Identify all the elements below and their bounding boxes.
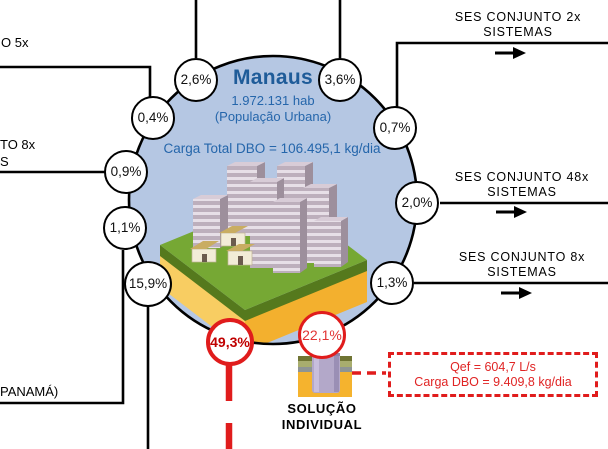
left-label-top-fragment: O 5x [1,35,29,50]
ses-label-2x: SES CONJUNTO 2x SISTEMAS [420,10,608,40]
bubble-2-0: 2,0% [395,181,439,225]
city-illustration [160,162,367,343]
ses-label-2x-line2: SISTEMAS [483,25,553,39]
callout-carga-dbo: Carga DBO = 9.409,8 kg/dia [414,375,572,389]
population: 1.972.131 hab [231,93,315,108]
red-connectors [225,365,386,449]
buildings [193,162,348,273]
ses-label-8x-line1: SES CONJUNTO 8x [458,250,586,264]
bubble-0-4: 0,4% [131,96,175,140]
city-name: Manaus [233,66,313,89]
callout-qef: Qef = 604,7 L/s [450,360,536,374]
septic-tank-icon [298,353,352,397]
ses-label-2x-line1: SES CONJUNTO 2x [454,10,582,24]
bubble-0-9: 0,9% [104,150,148,194]
bubble-0-7: 0,7% [373,106,417,150]
arrow-right-icon [495,47,532,299]
ses-label-48x-line2: SISTEMAS [487,185,557,199]
left-label-mid-fragment-line1: TO 8x [0,137,36,152]
ses-label-48x: SES CONJUNTO 48x SISTEMAS [424,170,608,200]
bubble-2-6: 2,6% [174,58,218,102]
bubble-22-1: 22,1% [298,311,346,359]
ses-label-8x: SES CONJUNTO 8x SISTEMAS [424,250,608,280]
bubble-1-3: 1,3% [370,261,414,305]
bubble-3-6: 3,6% [318,58,362,102]
individual-solution-line1: SOLUÇÃO [287,401,357,416]
houses [190,226,255,266]
left-label-bottom-fragment: PANAMÁ) [0,384,59,399]
ses-label-8x-line2: SISTEMAS [487,265,557,279]
bubble-1-1: 1,1% [103,206,147,250]
total-load: Carga Total DBO = 106.495,1 kg/dia [163,141,381,156]
bubble-49-3: 49,3% [206,318,254,366]
population-note: (População Urbana) [214,109,332,124]
individual-solution-line2: INDIVIDUAL [281,417,363,432]
left-label-mid-fragment-line2: S [0,154,9,169]
ses-label-48x-line1: SES CONJUNTO 48x [454,170,590,184]
individual-solution-label: SOLUÇÃO INDIVIDUAL [262,401,382,433]
callout-box: Qef = 604,7 L/s Carga DBO = 9.409,8 kg/d… [388,352,598,397]
bubble-15-9: 15,9% [124,261,172,307]
